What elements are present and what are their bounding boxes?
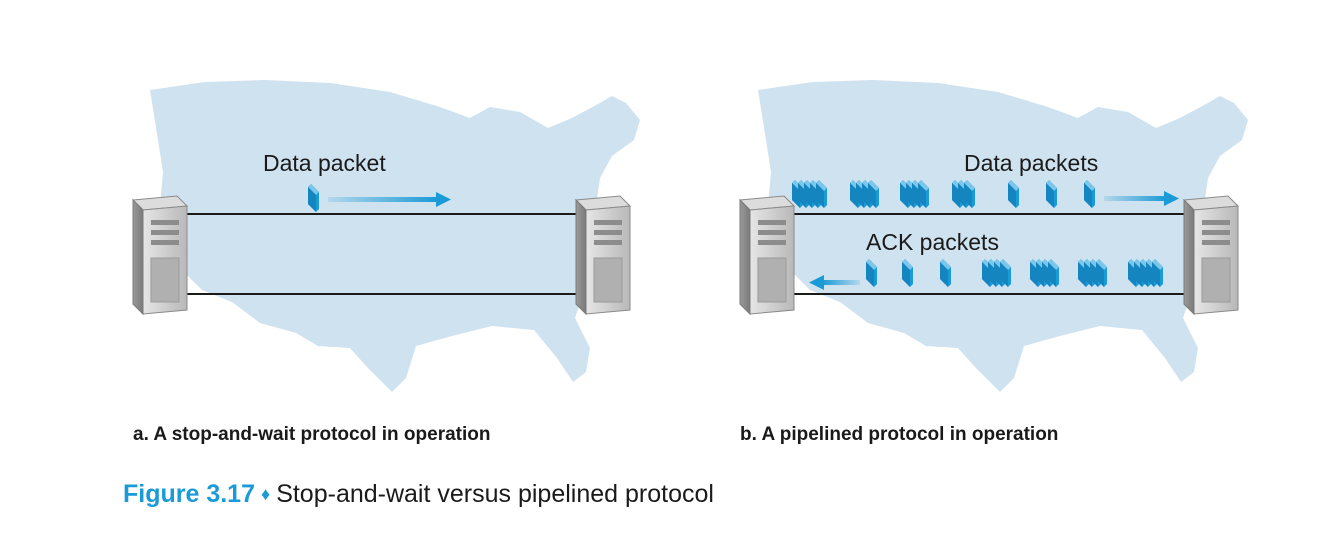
server-icon (1183, 195, 1239, 315)
panel-a-caption: a. A stop-and-wait protocol in operation (133, 424, 491, 445)
us-map-shape (758, 80, 1248, 392)
server-icon (132, 195, 188, 315)
us-map-shape (150, 80, 640, 392)
figure-caption: Figure 3.17 ♦Stop-and-wait versus pipelin… (123, 480, 714, 509)
panel-b: Data packets ACK (739, 80, 1248, 392)
server-icon (575, 195, 631, 315)
figure-number: Figure 3.17 (123, 480, 255, 508)
diamond-icon: ♦ (261, 484, 271, 504)
data-packets-label: Data packets (964, 150, 1098, 176)
ack-packets-label: ACK packets (866, 229, 999, 255)
figure-title: Stop-and-wait versus pipelined protocol (276, 480, 714, 508)
data-packet-label: Data packet (263, 150, 386, 176)
arrow-right-icon (328, 192, 451, 207)
panel-a: Data packet (132, 80, 640, 392)
panel-b-caption: b. A pipelined protocol in operation (740, 424, 1059, 445)
arrow-right-icon (1104, 191, 1179, 206)
server-icon (739, 195, 795, 315)
arrow-left-icon (809, 275, 860, 290)
